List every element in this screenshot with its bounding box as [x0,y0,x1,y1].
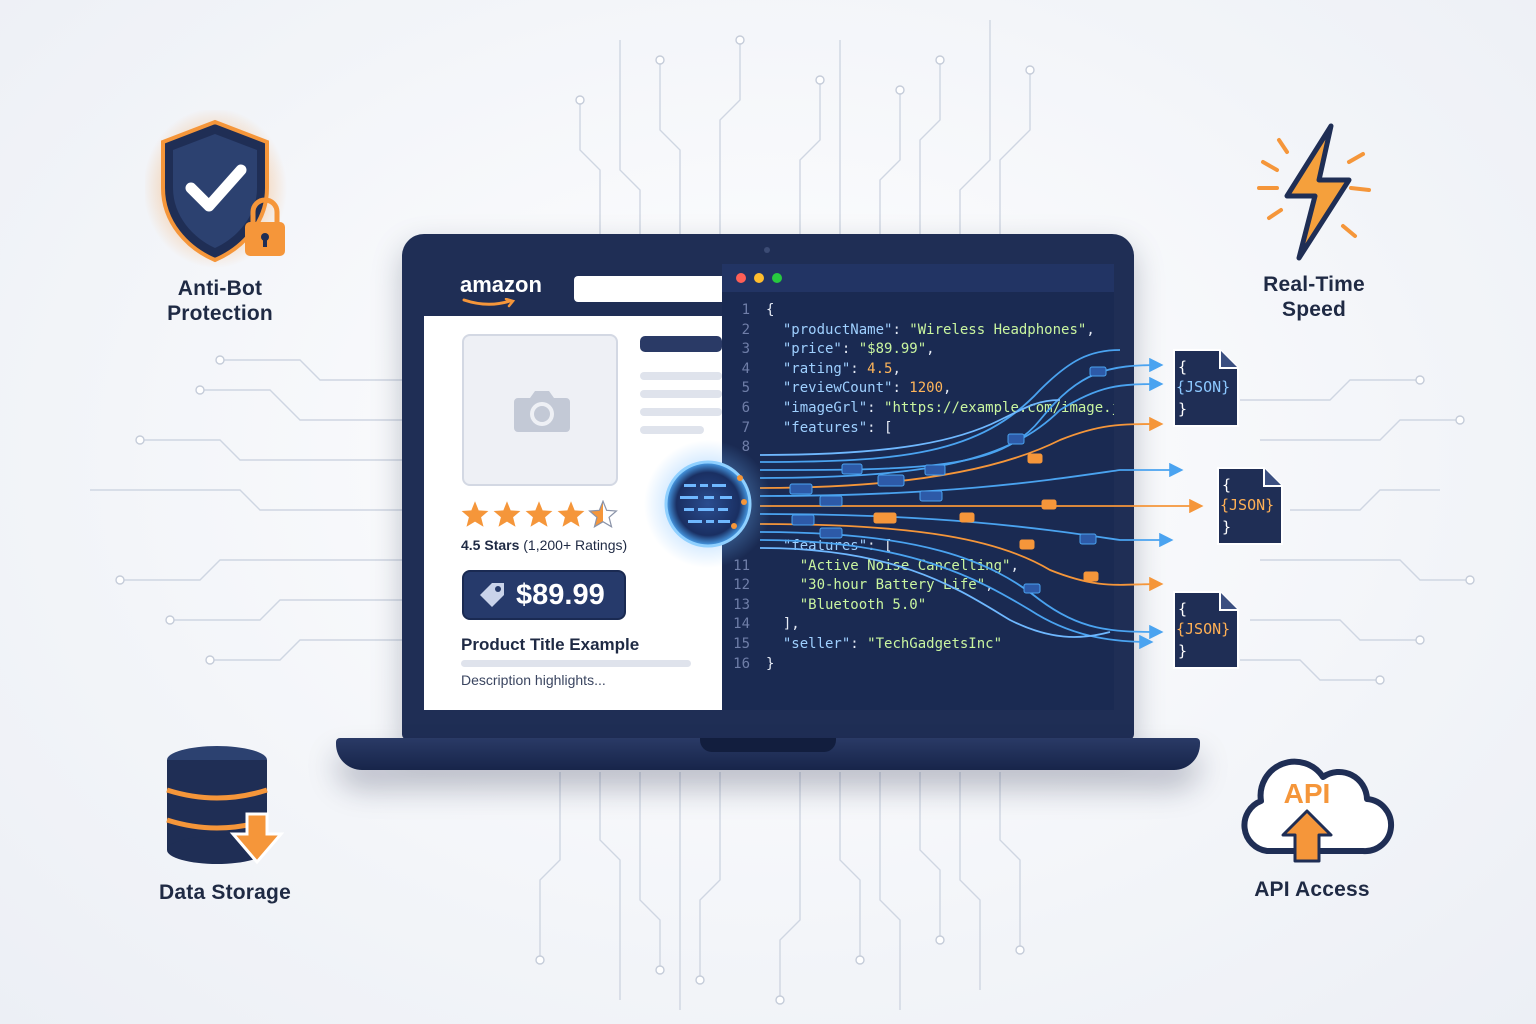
skeleton-line [640,408,722,416]
store-logo[interactable]: amazon [460,272,542,297]
laptop-camera [764,247,770,253]
api-access-label: API Access [1254,878,1370,901]
real-time-label: Real-Time Speed [1263,273,1365,321]
laptop-screen: amazon 4.5 S [424,264,1114,710]
json-file[interactable]: { {JSON} } [1170,346,1240,430]
feature-api-access: API API Access [1212,745,1412,902]
skeleton-line [640,426,704,434]
star-icon [493,501,521,527]
json-label: {JSON} [1176,378,1231,396]
cloud-api-icon: API [1241,758,1394,863]
code-editor: 1{ 2 "productName": "Wireless Headphones… [722,264,1114,710]
half-star-icon [588,500,618,528]
file-icon [1173,591,1239,669]
json-label: {JSON} [1220,496,1275,514]
close-dot[interactable] [736,273,746,283]
data-storage-label: Data Storage [159,881,291,904]
logo-smile-icon [462,298,516,308]
skeleton-title-bar [640,336,722,352]
shield-lock-icon [145,110,287,268]
laptop-notch [700,738,836,752]
skeleton-line [640,372,722,380]
feature-data-storage: Data Storage [125,742,325,905]
rating-value: 4.5 Stars [461,537,520,553]
anti-bot-label: Anti-Bot Protection [167,277,273,325]
product-page: amazon 4.5 S [424,264,722,710]
minimize-dot[interactable] [754,273,764,283]
skeleton-line [640,390,722,398]
search-input[interactable] [574,276,722,302]
price-tag-icon [480,583,504,607]
skeleton-line [461,660,691,667]
json-open-brace: { [1178,600,1188,618]
database-icon [166,746,285,865]
json-file[interactable]: { {JSON} } [1170,588,1240,672]
product-image[interactable] [462,334,618,486]
store-header: amazon [424,264,722,316]
product-title[interactable]: Product Title Example [461,635,640,654]
editor-titlebar [722,264,1114,292]
rating-count: (1,200+ Ratings) [519,537,628,553]
json-close-brace: } [1222,518,1232,536]
star-icon [557,501,585,527]
maximize-dot[interactable] [772,273,782,283]
feature-anti-bot: Anti-Bot Protection [120,110,320,326]
json-file[interactable]: { {JSON} } [1214,464,1284,548]
star-icon [461,501,489,527]
json-close-brace: } [1178,400,1188,418]
product-description: Description highlights... [461,672,606,688]
json-label: {JSON} [1176,620,1231,638]
price-badge: $89.99 [462,570,626,620]
json-open-brace: { [1222,476,1232,494]
camera-icon [514,391,570,432]
lightning-icon [1257,123,1371,261]
json-close-brace: } [1178,642,1188,660]
rating-text: 4.5 Stars (1,200+ Ratings) [461,537,627,553]
star-icon [525,501,553,527]
api-icon-text: API [1284,778,1331,809]
star-rating [460,500,618,528]
price-text: $89.99 [516,578,605,611]
file-icon [1217,467,1283,545]
feature-real-time: Real-Time Speed [1214,118,1414,322]
file-icon [1173,349,1239,427]
json-open-brace: { [1178,358,1188,376]
